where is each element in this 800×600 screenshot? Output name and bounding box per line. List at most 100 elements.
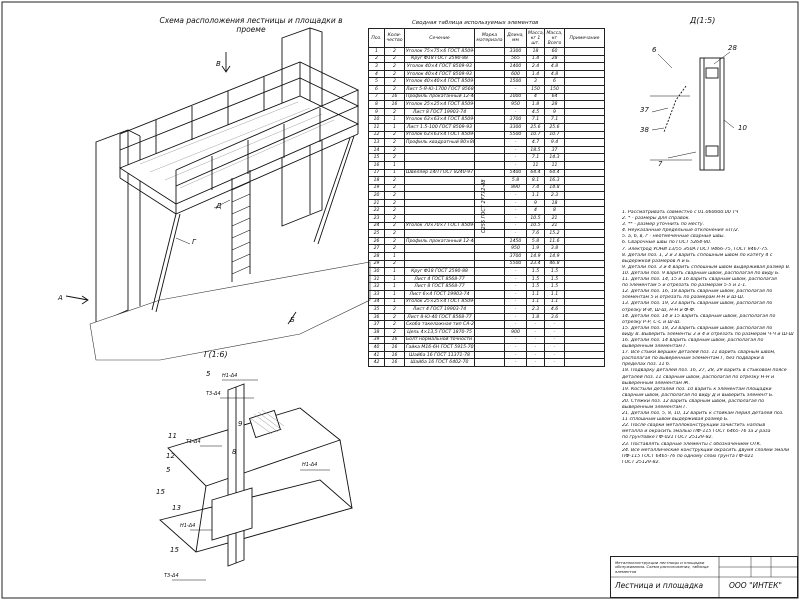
table-cell: 11	[544, 160, 565, 170]
table-cell	[564, 206, 605, 216]
table-cell	[474, 100, 505, 109]
table-cell: -	[544, 320, 565, 329]
table-cell: 20	[368, 191, 385, 200]
table-cell: -	[504, 206, 527, 216]
table-cell: 565	[504, 54, 527, 64]
weld-mark: Т3-Δ4	[206, 391, 221, 397]
table-cell: -	[504, 153, 527, 162]
table-cell: 6	[544, 77, 565, 86]
table-cell: 1.4	[526, 54, 545, 64]
table-cell: -	[526, 350, 545, 360]
table-cell	[564, 312, 605, 322]
table-cell	[564, 267, 605, 276]
note-line: металла и окрасить эмалью ПФ-115 ГОСТ 64…	[622, 429, 771, 435]
table-cell	[474, 115, 505, 124]
table-cell	[404, 183, 475, 193]
note-line: 10. Детали поз. 9 варить сварным швом, р…	[622, 270, 780, 276]
table-cell: 11	[368, 122, 385, 132]
table-cell	[474, 153, 505, 162]
table-cell	[474, 92, 505, 102]
table-cell: -	[504, 84, 527, 94]
table-cell: 1	[384, 282, 405, 291]
table-cell: Лист 4 ГОСТ 8568-77	[404, 274, 475, 284]
table-cell	[474, 274, 505, 284]
table-cell: -	[504, 221, 527, 231]
table-cell: 35	[368, 305, 385, 314]
table-cell: 9	[544, 107, 565, 117]
table-cell: 5500	[504, 130, 527, 140]
handrail-top	[119, 61, 360, 171]
table-cell: 42	[368, 358, 385, 367]
table-cell: 4.6	[544, 305, 565, 314]
table-cell: 37	[368, 320, 385, 329]
table-cell: 5.8	[504, 176, 527, 185]
table-cell	[564, 130, 605, 140]
table-cell: 2	[384, 244, 405, 254]
table-cell: 1.1	[526, 297, 545, 307]
weld-mark: Н1-Δ4	[222, 373, 238, 379]
table-cell: 1400	[504, 62, 527, 71]
table-cell	[474, 122, 505, 132]
table-cell: 4	[526, 206, 545, 216]
table-cell	[404, 259, 475, 269]
note-line: 17. Все стыки вершин деталей поз. 11 вар…	[622, 350, 776, 356]
table-header: Марка материала	[474, 28, 505, 48]
note-line: 21. Детали поз. 5, 8, 10, 12 варить к ст…	[622, 411, 784, 417]
note-line: элементам 5 и отрезать по размерам Н-Н и…	[622, 295, 745, 301]
table-cell	[564, 335, 605, 345]
table-cell	[474, 259, 505, 269]
detail-d-label: Д(1:5)	[690, 16, 716, 25]
table-cell: -	[526, 358, 545, 367]
table-cell: 18	[368, 176, 385, 185]
table-cell: 8	[368, 100, 385, 109]
mark-d-label: Д	[216, 202, 222, 210]
table-cell	[404, 176, 475, 185]
iso-view	[65, 27, 371, 361]
table-cell	[564, 69, 605, 79]
stamp-title: Лестница и площадка	[615, 581, 704, 590]
arrow-v-label: В	[216, 60, 221, 68]
table-cell: -	[504, 145, 527, 155]
table-cell: -	[504, 191, 527, 200]
table-cell: 16	[384, 358, 405, 367]
table-cell: 7.6	[526, 229, 545, 238]
table-cell: Уголок 25×25×4 ГОСТ 8509-93	[404, 297, 475, 307]
table-cell: 3.6	[544, 312, 565, 322]
table-cell: -	[504, 107, 527, 117]
table-cell: -	[504, 343, 527, 352]
note-line: располагая по выверенным элементам Г, бе…	[622, 356, 764, 362]
table-cell	[474, 335, 505, 345]
table-cell	[474, 343, 505, 352]
note-line: выверенным элементам Г.	[622, 344, 688, 350]
table-cell	[564, 343, 605, 352]
table-cell	[474, 350, 505, 360]
table-cell: Цепь 4×13,5 ГОСТ 1870-75	[404, 327, 475, 337]
arrow-v	[221, 52, 231, 73]
table-cell: 1	[384, 267, 405, 276]
table-cell: 21	[544, 214, 565, 223]
table-cell: 25.6	[544, 122, 565, 132]
table-cell: 25	[368, 229, 385, 238]
table-cell: -	[504, 282, 527, 291]
note-line: 14. Детали поз. 14 и 15 варить сварным ш…	[622, 313, 776, 319]
table-cell: 36	[368, 312, 385, 322]
note-line: сварным швом, располагая по виду Д и выв…	[622, 392, 774, 398]
table-cell	[474, 198, 505, 208]
brace-left	[151, 213, 177, 311]
table-cell: -	[504, 229, 527, 238]
table-cell: 1	[384, 168, 405, 178]
table-cell: Болт нормальной точности М16-6gх40 ГОСТ …	[404, 335, 475, 345]
table-cell: 1.5	[544, 282, 565, 291]
table-cell	[474, 267, 505, 276]
table-cell: 150	[526, 84, 545, 94]
table-cell: 16	[384, 92, 405, 102]
